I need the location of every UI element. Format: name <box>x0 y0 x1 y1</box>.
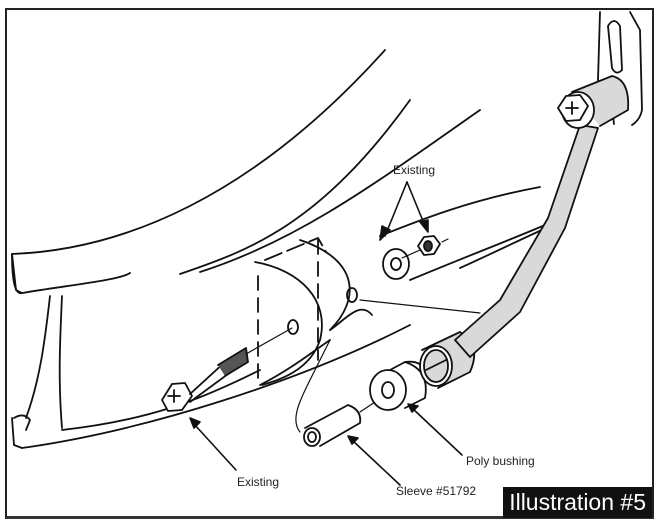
control-arm <box>11 49 561 449</box>
sway-bar <box>359 124 599 358</box>
label-existing-bolt: Existing <box>237 475 280 489</box>
nut <box>401 235 449 259</box>
label-poly-bushing: Poly bushing <box>466 454 535 468</box>
washer <box>382 248 410 280</box>
bolt <box>161 327 293 412</box>
label-sleeve: Sleeve #51792 <box>396 484 477 498</box>
poly-bushing <box>369 360 427 411</box>
illustration-number-badge: Illustration #5 <box>503 487 652 518</box>
bracket <box>254 237 373 386</box>
frame-mount <box>557 11 643 129</box>
leader-arrows <box>189 181 463 486</box>
label-existing-washer-nut: Existing <box>393 163 436 177</box>
